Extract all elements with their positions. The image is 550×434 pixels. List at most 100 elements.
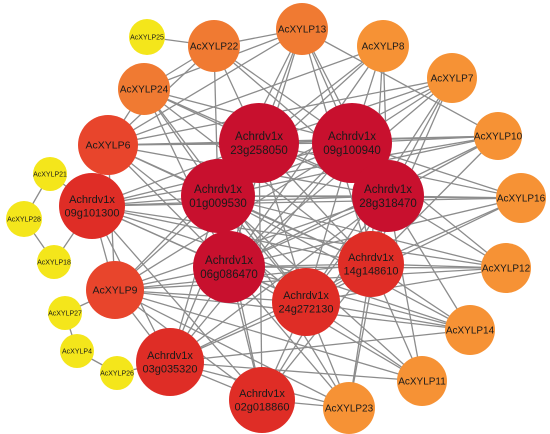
node-label: 01g009530	[189, 198, 247, 210]
node-circle	[312, 103, 392, 183]
node-circle	[352, 160, 424, 232]
node-circle	[445, 305, 495, 355]
node-p10: AcXYLP10	[474, 112, 523, 160]
node-circle	[6, 201, 42, 237]
node-label: Achrdv1x	[147, 350, 193, 362]
node-p28: AcXYLP28	[6, 201, 42, 237]
node-n01g: Achrdv1x 01g009530	[181, 159, 255, 233]
edge-p12-n09g101	[91, 205, 507, 269]
node-p6: AcXYLP6	[78, 115, 138, 175]
node-circle	[60, 334, 94, 368]
node-label: AcXYLP18	[37, 259, 71, 266]
edge-p10-n09g101	[91, 135, 499, 207]
node-label: 09g101300	[64, 208, 119, 220]
node-p21: AcXYLP21	[33, 157, 67, 191]
edge-p12-n01g	[217, 195, 507, 269]
node-circle	[136, 328, 204, 396]
node-circle	[474, 112, 522, 160]
node-label: Achrdv1x	[328, 131, 376, 143]
node-p16: AcXYLP16	[496, 173, 546, 223]
node-circle	[272, 268, 340, 336]
node-label: AcXYLP14	[446, 326, 495, 337]
node-circle	[181, 159, 255, 233]
node-p14: AcXYLP14	[445, 305, 495, 355]
node-p25: AcXYLP25	[129, 19, 165, 55]
node-p11: AcXYLP11	[397, 356, 447, 406]
edge-p11-p9	[114, 289, 423, 382]
node-label: AcXYLP13	[278, 25, 327, 36]
edge-p23-p9	[114, 289, 350, 409]
edge-n09g101-n02g	[91, 205, 263, 401]
edge-p11-n03g	[169, 361, 423, 382]
node-label: AcXYLP6	[86, 140, 131, 152]
node-p26: AcXYLP26	[100, 356, 134, 390]
node-label: AcXYLP16	[497, 194, 546, 205]
node-label: AcXYLP12	[482, 264, 531, 275]
node-circle	[229, 367, 295, 433]
node-circle	[37, 245, 71, 279]
node-circle	[48, 296, 82, 330]
node-n09g100: Achrdv1x 09g100940	[312, 103, 392, 183]
node-p8: AcXYLP8	[357, 20, 409, 72]
node-p24: AcXYLP24	[118, 63, 170, 115]
node-label: AcXYLP21	[33, 171, 67, 178]
edge-p14-n06g	[228, 266, 471, 331]
node-p4: AcXYLP4	[60, 334, 94, 368]
node-circle	[397, 356, 447, 406]
node-label: 06g086470	[200, 269, 258, 281]
node-circle	[129, 19, 165, 55]
node-label: 14g148610	[343, 266, 398, 278]
node-p7: AcXYLP7	[427, 53, 477, 103]
edge-p14-n09g101	[91, 205, 471, 331]
node-circle	[188, 20, 240, 72]
node-label: AcXYLP8	[362, 42, 405, 53]
node-p23: AcXYLP23	[323, 382, 375, 434]
node-label: Achrdv1x	[235, 131, 283, 143]
edge-p13-p6	[107, 28, 303, 146]
node-label: AcXYLP23	[325, 404, 374, 415]
node-n02g: Achrdv1x 02g018860	[229, 367, 295, 433]
node-circle	[33, 157, 67, 191]
node-label: AcXYLP4	[62, 348, 92, 355]
node-label: AcXYLP11	[398, 377, 446, 388]
edge-p16-n09g101	[91, 197, 522, 207]
node-label: AcXYLP27	[48, 310, 82, 317]
node-label: 28g318470	[359, 198, 417, 210]
node-p27: AcXYLP27	[48, 296, 82, 330]
edge-n28g-n03g	[169, 195, 389, 363]
node-circle	[100, 356, 134, 390]
node-label: AcXYLP7	[431, 74, 474, 85]
node-label: 09g100940	[323, 145, 381, 157]
node-layer: Achrdv1x23g258050Achrdv1x09g100940Achrdv…	[6, 3, 546, 434]
edge-p14-n03g	[169, 329, 471, 363]
node-label: AcXYLP9	[93, 285, 138, 297]
node-label: AcXYLP28	[7, 216, 41, 223]
node-label: AcXYLP25	[130, 34, 164, 41]
node-p9: AcXYLP9	[86, 261, 144, 319]
node-label: AcXYLP10	[474, 132, 523, 143]
node-label: Achrdv1x	[194, 184, 242, 196]
node-circle	[59, 173, 125, 239]
node-label: 02g018860	[234, 402, 289, 414]
node-circle	[427, 53, 477, 103]
node-circle	[496, 173, 546, 223]
node-label: AcXYLP26	[100, 370, 134, 377]
node-label: Achrdv1x	[239, 388, 285, 400]
node-circle	[219, 103, 299, 183]
node-label: 24g272130	[278, 304, 333, 316]
node-circle	[481, 243, 531, 293]
node-p12: AcXYLP12	[481, 243, 531, 293]
node-circle	[78, 115, 138, 175]
node-circle	[86, 261, 144, 319]
node-p18: AcXYLP18	[37, 245, 71, 279]
node-p13: AcXYLP13	[276, 3, 328, 55]
node-circle	[323, 382, 375, 434]
